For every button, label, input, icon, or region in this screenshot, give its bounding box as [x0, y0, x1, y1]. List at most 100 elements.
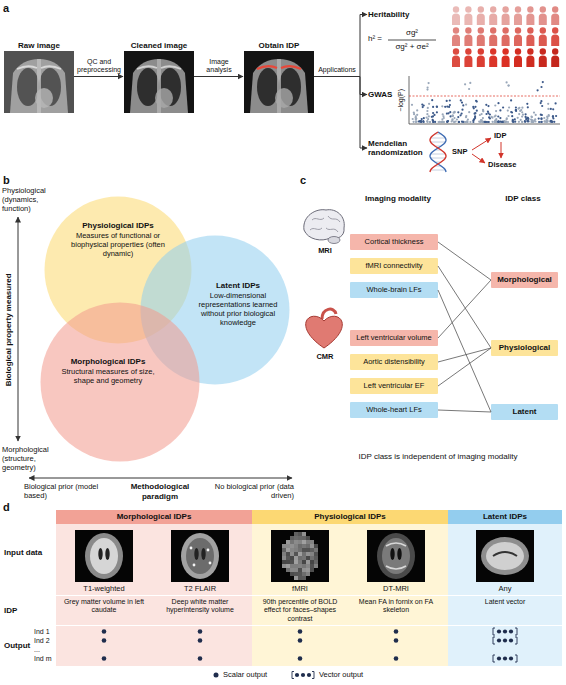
dna-strand — [430, 132, 446, 172]
snp-dot — [525, 113, 527, 115]
snp-dot — [476, 101, 478, 103]
class-link — [438, 348, 491, 386]
snp-dot — [441, 118, 443, 120]
snp-dot — [526, 103, 528, 105]
ventricle — [194, 548, 198, 560]
snp-dot — [474, 113, 476, 115]
label-wrapper: Any — [460, 584, 550, 593]
snp-dot — [429, 121, 431, 123]
class-box: Physiological — [491, 340, 558, 356]
person-head — [552, 6, 558, 12]
snp-dot — [472, 121, 474, 123]
brain-tissue — [377, 533, 415, 579]
snp-dot — [502, 106, 504, 108]
snp-dot — [451, 115, 453, 117]
snp-dot — [512, 121, 514, 123]
snp-dot — [511, 115, 513, 117]
class-box: Morphological — [491, 272, 558, 288]
snp-dot — [436, 106, 438, 108]
scalar-dot — [198, 656, 203, 661]
snp-dot — [474, 115, 476, 117]
voxel — [314, 544, 318, 548]
snp-dot — [421, 104, 423, 106]
voxel — [306, 572, 310, 576]
snp-dot — [472, 106, 474, 108]
person-head — [515, 48, 521, 54]
person-body — [526, 56, 534, 68]
column-header: Latent IDPs — [448, 510, 562, 524]
snp-dot — [461, 121, 463, 123]
snp-dot — [415, 117, 417, 119]
label-wrapper: No biological prior (data driven) — [210, 482, 294, 500]
modality-label: MRI — [306, 246, 344, 255]
image-background — [171, 530, 229, 582]
snp-dot — [482, 109, 484, 111]
person-body — [514, 56, 522, 68]
flow-arrow — [74, 76, 123, 77]
label-wrapper: Deep white matter hyperintensity volume — [156, 598, 244, 615]
fraction-bar — [388, 40, 436, 41]
image-caption: Any — [460, 584, 550, 593]
snp-dot — [465, 115, 467, 117]
snp-dot — [520, 119, 522, 121]
voxel — [286, 540, 290, 544]
snp-dot — [461, 109, 463, 111]
legend-text: Scalar output — [223, 670, 267, 680]
voxel — [282, 556, 286, 560]
person-head — [465, 48, 471, 54]
person-body — [526, 14, 534, 26]
snp-dot — [432, 119, 434, 121]
xray-image — [244, 51, 314, 113]
label-wrapper: Output — [4, 641, 30, 651]
snp-dot — [487, 112, 489, 114]
snp-dot — [506, 118, 508, 120]
idp-box: Whole-brain LFs — [350, 282, 438, 298]
axis-end-label: Morphological (structure, geometry) — [2, 445, 58, 472]
label-wrapper: Morphological (structure, geometry) — [2, 445, 58, 472]
voxel — [294, 536, 298, 540]
voxel — [294, 548, 298, 552]
snp-dot — [546, 116, 548, 118]
panel-letter: a — [3, 2, 9, 15]
scalar-dot — [298, 656, 303, 661]
voxel — [290, 572, 294, 576]
snp-dot — [526, 120, 528, 122]
snp-dot — [532, 121, 534, 123]
row-separator — [56, 625, 562, 626]
snp-dot — [540, 100, 542, 102]
snp-dot — [427, 118, 429, 120]
snp-dot — [436, 111, 438, 113]
snp-dot — [507, 110, 509, 112]
snp-dot — [540, 121, 542, 123]
label-wrapper: T2 FLAIR — [155, 584, 245, 593]
label-wrapper: CMR — [306, 352, 344, 361]
snp-dot — [510, 99, 512, 101]
label-wrapper: Mean FA in fornix on FA skeleton — [352, 598, 440, 615]
snp-dot — [547, 103, 549, 105]
column-header: IDP class — [486, 194, 560, 204]
snp-dot — [518, 107, 520, 109]
snp-dot — [538, 118, 540, 120]
formula-text: h² = — [368, 34, 382, 44]
axis-arrow — [29, 478, 292, 479]
voxel — [298, 564, 302, 568]
voxel — [290, 536, 294, 540]
voxel — [310, 540, 314, 544]
voxel — [302, 564, 306, 568]
label-wrapper: Input data — [4, 548, 54, 558]
snp-dot — [495, 115, 497, 117]
snp-dot — [413, 121, 415, 123]
snp-dot — [473, 118, 475, 120]
label-wrapper: IDP class is independent of imaging moda… — [320, 452, 556, 462]
snp-dot — [426, 117, 428, 119]
snp-dot — [431, 116, 433, 118]
box-text: Whole-heart LFs — [356, 405, 432, 415]
brain-tissue — [481, 537, 529, 575]
image-stage: Obtain IDP — [244, 40, 314, 113]
mri-slice — [171, 530, 229, 582]
ventricle — [397, 548, 401, 560]
snp-dot — [534, 120, 536, 122]
voxel — [298, 544, 302, 548]
heart-shadow — [275, 88, 293, 108]
